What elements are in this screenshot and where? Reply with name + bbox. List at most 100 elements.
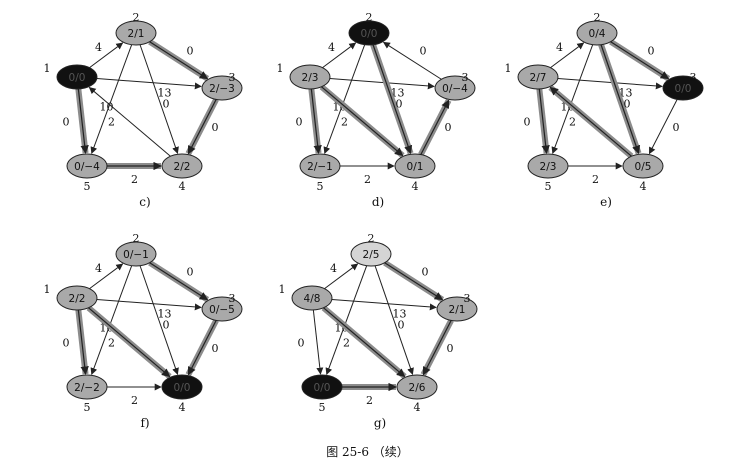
edge-weight-label: 2 (592, 173, 599, 186)
graph-node (289, 64, 331, 90)
edge-arrow (89, 42, 124, 69)
nodes: 4/812/522/132/640/05 (279, 232, 478, 414)
edge-weight-label: 0 (163, 98, 170, 111)
edge-weight-label: 0 (187, 266, 194, 279)
edge-weight-label: 0 (296, 116, 303, 129)
edge-arrow (325, 265, 368, 376)
edge-weight-label: 13 (158, 308, 172, 321)
edge-arrow (374, 265, 414, 375)
node-id-label: 2 (368, 232, 375, 245)
graph-node (436, 296, 478, 322)
edge-arrow (610, 41, 670, 80)
edge-weight-label: 0 (398, 319, 405, 332)
graph-node (576, 20, 618, 46)
graph-node (527, 153, 569, 179)
edge-weight-label: 0 (445, 121, 452, 134)
nodes: 2/310/020/−430/142/−15 (277, 11, 476, 193)
edge-arrow (187, 99, 217, 155)
edge-arrow (382, 41, 442, 80)
edge-arrow (77, 88, 89, 154)
node-distance-label: 0/0 (69, 72, 86, 84)
graph-node (434, 75, 476, 101)
node-distance-label: 0/−1 (123, 249, 149, 261)
node-id-label: 2 (366, 11, 373, 24)
edge-weight-label: 4 (328, 41, 335, 54)
node-distance-label: 0/4 (589, 28, 606, 40)
edge-weight-label: 0 (673, 121, 680, 134)
node-distance-label: 2/5 (363, 249, 380, 261)
graph-node (161, 374, 203, 400)
graph-node (622, 153, 664, 179)
graph-node (56, 285, 98, 311)
node-distance-label: 0/0 (314, 382, 331, 394)
node-id-label: 2 (594, 11, 601, 24)
graph-node (161, 153, 203, 179)
edge-weight-label: 0 (212, 121, 219, 134)
edge-weight-label: 13 (158, 87, 172, 100)
graph-node (201, 296, 243, 322)
edge-weight-label: 2 (343, 337, 350, 350)
panel-label: f) (140, 416, 149, 430)
edge-arrow (648, 99, 678, 155)
edge-weight-label: 2 (341, 116, 348, 129)
node-id-label: 5 (545, 180, 552, 193)
node-id-label: 2 (133, 11, 140, 24)
edge-arrow (88, 86, 171, 157)
edge-arrow (600, 44, 641, 155)
edge-arrow (90, 44, 133, 155)
node-distance-label: 0/−4 (442, 83, 468, 95)
nodes: 2/710/420/030/542/35 (505, 11, 704, 193)
edge-arrow (89, 263, 124, 290)
graph-node (301, 374, 343, 400)
node-distance-label: 2/−2 (74, 382, 100, 394)
edge-weight-label: 0 (63, 116, 70, 129)
edge-weight-label: 0 (298, 337, 305, 350)
edge-weight-label: 0 (422, 266, 429, 279)
node-distance-label: 2/−3 (209, 83, 235, 95)
node-id-label: 5 (317, 180, 324, 193)
node-distance-label: 2/2 (174, 161, 191, 173)
node-distance-label: 0/−5 (209, 304, 235, 316)
node-id-label: 4 (414, 401, 421, 414)
nodes: 2/210/−120/−530/042/−25 (44, 232, 243, 414)
node-id-label: 1 (44, 283, 51, 296)
node-distance-label: 2/2 (69, 293, 86, 305)
node-distance-label: 2/1 (449, 304, 466, 316)
graph-node (201, 75, 243, 101)
node-id-label: 3 (229, 292, 236, 305)
edge-arrow (77, 309, 89, 375)
graph-node (662, 75, 704, 101)
edge-weight-label: 0 (396, 98, 403, 111)
edge-weight-label: 0 (63, 337, 70, 350)
graph-node (394, 153, 436, 179)
node-distance-label: 0/0 (361, 28, 378, 40)
panel-label: g) (374, 416, 386, 430)
edge-weight-label: 4 (556, 41, 563, 54)
edge-weight-label: 2 (131, 173, 138, 186)
edge-arrow (324, 263, 359, 290)
edge-arrow (322, 42, 357, 69)
node-id-label: 1 (44, 62, 51, 75)
edge-weight-label: 13 (393, 308, 407, 321)
edge-weight-label: 2 (108, 116, 115, 129)
graph-node (517, 64, 559, 90)
edge-weight-label: 0 (420, 45, 427, 58)
node-distance-label: 0/5 (635, 161, 652, 173)
graph-node (348, 20, 390, 46)
node-id-label: 4 (412, 180, 419, 193)
panel-label: e) (600, 195, 612, 209)
edge-arrow (384, 262, 444, 301)
edge-arrow (549, 86, 632, 157)
edge-arrow (149, 262, 209, 301)
edge-weight-label: 0 (648, 45, 655, 58)
